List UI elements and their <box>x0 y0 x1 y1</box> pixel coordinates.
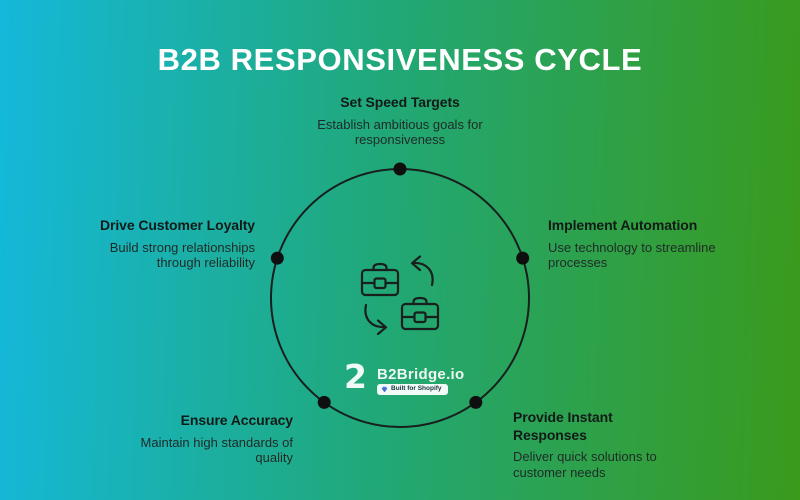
brand-name: B2Bridge.io <box>377 366 465 383</box>
node-title: Provide Instant Responses <box>513 409 613 443</box>
gem-icon <box>381 386 388 393</box>
rotate-arrow-up-icon <box>410 255 434 287</box>
page-title: B2B RESPONSIVENESS CYCLE <box>157 42 643 77</box>
node-title: Ensure Accuracy <box>180 412 293 428</box>
node-desc: Use technology to streamline processes <box>548 239 716 271</box>
cycle-dot-bottom-left <box>317 395 331 409</box>
node-desc: Build strong relationships through relia… <box>109 239 255 271</box>
badge-label: Built for Shopify <box>391 385 442 393</box>
briefcase-icon <box>400 296 440 331</box>
cycle-dot-right <box>516 251 530 265</box>
node-desc: Maintain high standards of quality <box>140 434 293 466</box>
cycle-dot-bottom-right <box>469 395 483 409</box>
node-title: Set Speed Targets <box>340 94 460 110</box>
node-title: Implement Automation <box>548 217 698 233</box>
node-title: Drive Customer Loyalty <box>100 217 255 233</box>
briefcase-exchange-icon <box>360 255 440 336</box>
cycle-dot-top <box>393 162 407 176</box>
node-provide-instant-responses: Provide Instant Responses Deliver quick … <box>513 409 678 481</box>
node-set-speed-targets: Set Speed Targets Establish ambitious go… <box>290 94 510 148</box>
rotate-arrow-down-icon <box>364 303 388 336</box>
node-implement-automation: Implement Automation Use technology to s… <box>548 217 738 271</box>
node-drive-customer-loyalty: Drive Customer Loyalty Build strong rela… <box>65 217 255 271</box>
b2bridge-logo-mark: 2 <box>344 357 367 396</box>
node-ensure-accuracy: Ensure Accuracy Maintain high standards … <box>118 412 294 466</box>
cycle-dot-left <box>270 251 284 265</box>
built-for-shopify-badge: Built for Shopify <box>377 384 448 395</box>
node-desc: Deliver quick solutions to customer need… <box>513 449 657 480</box>
node-desc: Establish ambitious goals for responsive… <box>317 116 483 148</box>
briefcase-icon <box>360 262 400 297</box>
